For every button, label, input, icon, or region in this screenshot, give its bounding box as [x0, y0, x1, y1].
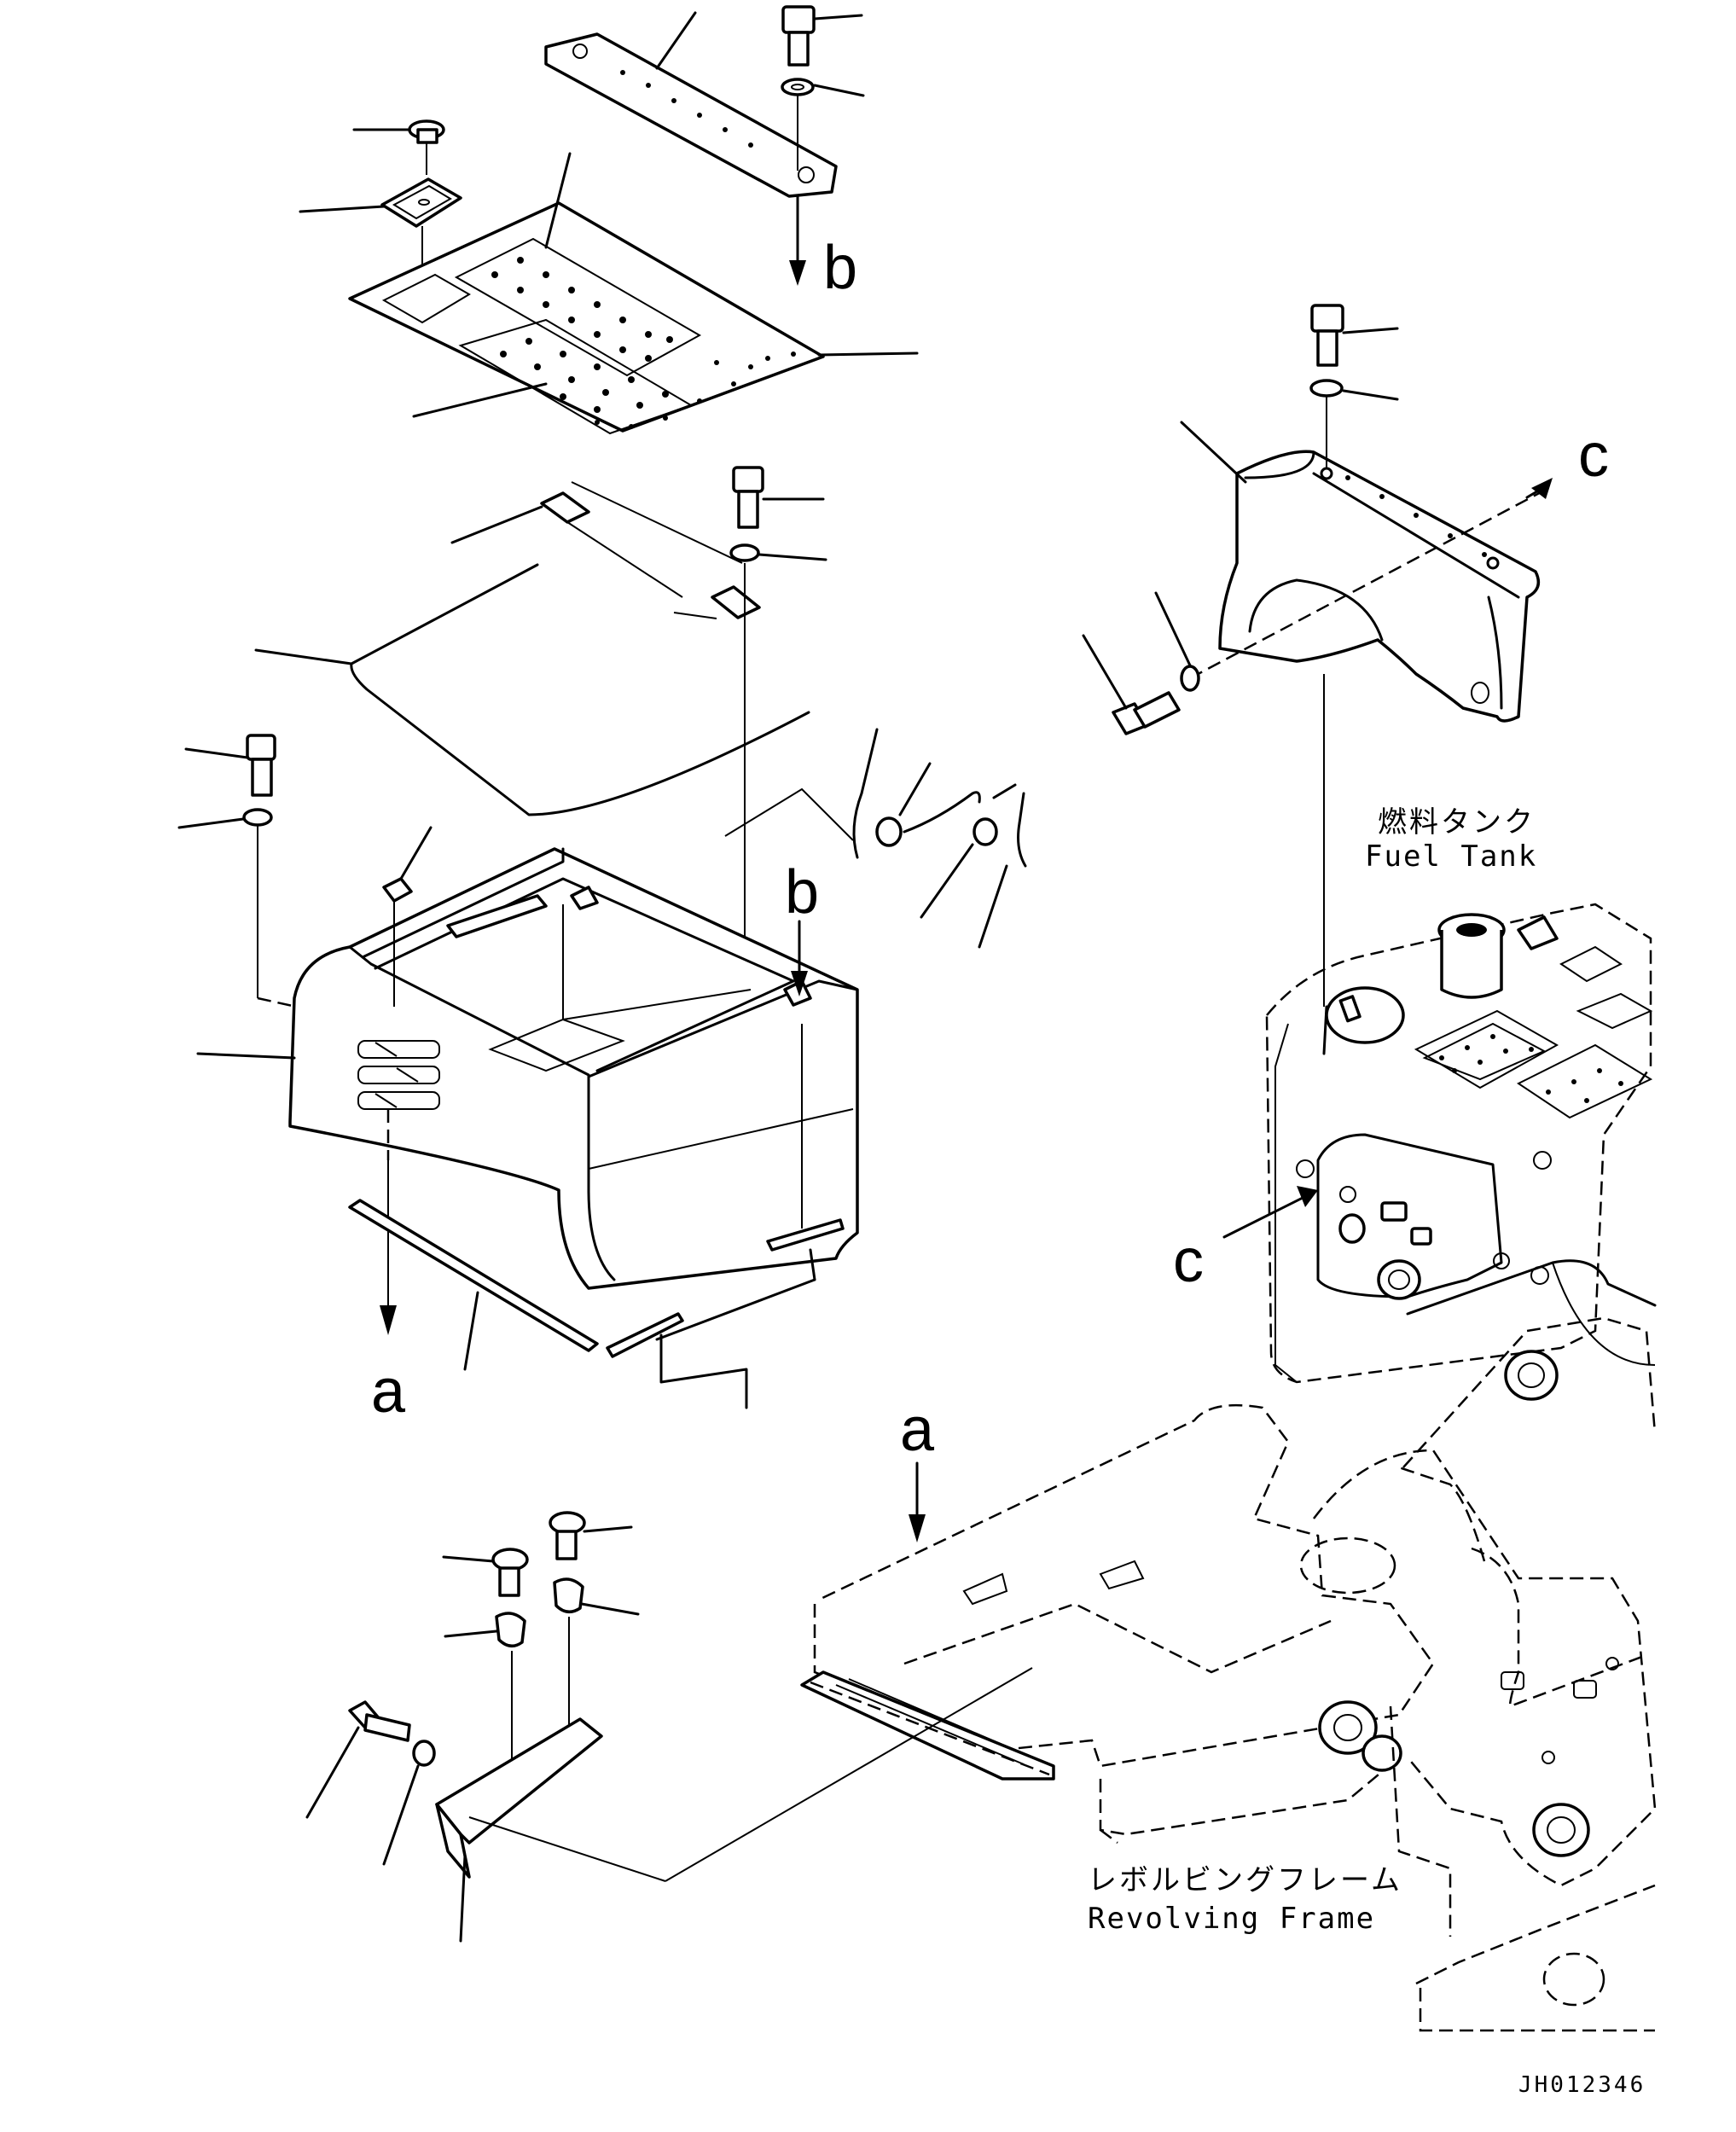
arrow-a-frame	[909, 1461, 926, 1542]
callout-b-box: b	[785, 858, 819, 927]
revolving-frame	[800, 1005, 1657, 2032]
bottom-strips	[348, 1199, 845, 1409]
bolt-bracket	[305, 1700, 436, 1866]
callout-a-left: a	[371, 1357, 406, 1426]
fuel-tank-cover	[1180, 421, 1541, 723]
battery-cables	[724, 728, 1027, 949]
lower-clips	[444, 1577, 640, 1779]
callout-c-lower: c	[1173, 1227, 1204, 1295]
fuel-sender-fittings	[1296, 1151, 1552, 1300]
seal-gasket	[254, 563, 810, 816]
fuel-tank-label-en: Fuel Tank	[1365, 839, 1537, 874]
top-strap	[544, 11, 838, 198]
bolt-fuel-tank-top	[1309, 304, 1399, 1007]
small-cover	[299, 177, 462, 266]
bolt-fuel-tank-side	[1082, 591, 1200, 735]
callout-b-top: b	[823, 234, 857, 302]
lower-bolts	[442, 1511, 633, 1597]
battery-box	[196, 847, 859, 1290]
small-block	[382, 826, 433, 1007]
arrow-a-left	[380, 1160, 397, 1335]
bolt-box-lid	[729, 466, 827, 990]
small-cap	[352, 119, 445, 175]
callout-c-upper: c	[1578, 421, 1609, 490]
vent-grille	[357, 1040, 440, 1110]
arrow-b-box	[791, 920, 808, 996]
hinges	[450, 481, 761, 619]
callout-a-frame: a	[900, 1396, 935, 1464]
bolt-top-strap	[781, 5, 865, 286]
arrow-c-upper	[1189, 478, 1553, 680]
fuel-tank-label-jp: 燃料タンク	[1378, 805, 1536, 839]
arrow-c-lower	[1222, 1186, 1318, 1239]
frame-label-jp: レボルビングフレーム	[1088, 1863, 1402, 1897]
drawing-code: JH012346	[1518, 2072, 1646, 2098]
bracket-plate	[435, 1667, 1033, 1943]
frame-label-en: Revolving Frame	[1088, 1902, 1375, 1936]
fuel-tank-body	[1265, 903, 1653, 1384]
perforated-cover	[348, 152, 919, 435]
